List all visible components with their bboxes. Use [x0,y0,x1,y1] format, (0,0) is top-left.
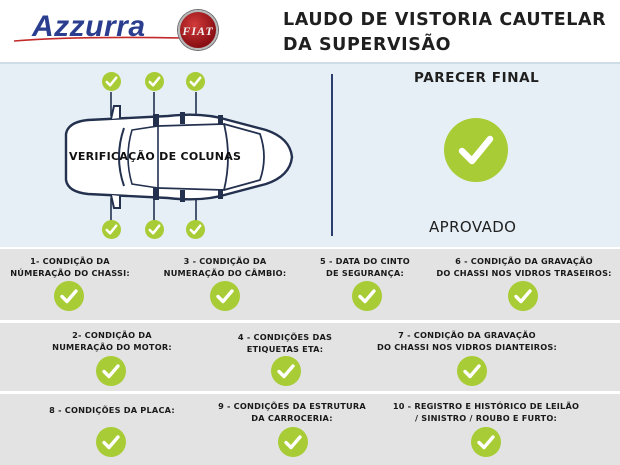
columns-check-label: VERIFICAÇÃO DE COLUNAS [69,150,242,163]
item-label-line2: DO CHASSI NOS VIDROS TRASEIROS: [436,268,612,278]
item-label-line2: NUMERAÇÃO DO CÂMBIO: [163,268,287,278]
check-icon [105,76,118,87]
page-title: LAUDO DE VISTORIA CAUTELAR DA SUPERVISÃO [283,8,606,58]
car-top-view-icon [64,92,294,222]
item-10-check-icon [471,427,501,457]
checklist-item-8: 8 - CONDIÇÕES DA PLACA: [42,404,182,416]
item-label-line1: 2- CONDIÇÃO DA [72,330,152,340]
brand-swoosh-icon [14,36,184,42]
item-label-line1: 8 - CONDIÇÕES DA PLACA: [49,405,175,415]
check-icon [189,76,202,87]
item-label-line1: 7 - CONDIÇÃO DA GRAVAÇÃO [398,330,536,340]
item-label-line2: DA CARROCERIA: [251,413,333,423]
checklist-item-7: 7 - CONDIÇÃO DA GRAVAÇÃO DO CHASSI NOS V… [372,329,562,353]
checklist-item-6: 6 - CONDIÇÃO DA GRAVAÇÃO DO CHASSI NOS V… [432,255,616,279]
brand-name: Azzurra [32,10,146,43]
fiat-badge-text: FIAT [182,24,214,38]
checklist-item-3: 3 - CONDIÇÃO DA NUMERAÇÃO DO CÂMBIO: [155,255,295,279]
check-icon [105,224,118,235]
final-check-icon [444,118,508,182]
column-check-top-3 [186,72,205,91]
item-label-line2: DO CHASSI NOS VIDROS DIANTEIROS: [377,342,557,352]
page-title-line2: DA SUPERVISÃO [283,35,452,55]
check-icon [189,224,202,235]
page-title-line1: LAUDO DE VISTORIA CAUTELAR [283,10,607,30]
item-9-check-icon [278,427,308,457]
checklist-row-2: 2- CONDIÇÃO DA NUMERAÇÃO DO MOTOR: 4 - C… [0,323,620,391]
item-8-check-icon [96,427,126,457]
car-diagram [28,72,318,242]
item-label-line1: 5 - DATA DO CINTO [320,256,410,266]
item-label-line1: 3 - CONDIÇÃO DA [183,256,267,266]
checklist-item-1: 1- CONDIÇÃO DA NÚMERAÇÃO DO CHASSI: [0,255,140,279]
checklist-row-3: 8 - CONDIÇÕES DA PLACA: 9 - CONDIÇÕES DA… [0,394,620,465]
item-label-line2: ETIQUETAS ETA: [246,344,324,354]
item-1-check-icon [54,281,84,311]
checklist-item-5: 5 - DATA DO CINTO DE SEGURANÇA: [300,255,430,279]
item-label-line1: 4 - CONDIÇÕES DAS [237,332,333,342]
checklist-row-1: 1- CONDIÇÃO DA NÚMERAÇÃO DO CHASSI: 3 - … [0,249,620,320]
item-label-line1: 10 - REGISTRO E HISTÓRICO DE LEILÃO [392,401,580,411]
item-6-check-icon [508,281,538,311]
panel-divider [331,74,333,236]
column-check-bottom-2 [145,220,164,239]
column-check-top-2 [145,72,164,91]
checklist-item-2: 2- CONDIÇÃO DA NUMERAÇÃO DO MOTOR: [42,329,182,353]
item-label-line1: 6 - CONDIÇÃO DA GRAVAÇÃO [455,256,593,266]
item-5-check-icon [352,281,382,311]
item-3-check-icon [210,281,240,311]
checklist-item-4: 4 - CONDIÇÕES DAS ETIQUETAS ETA: [215,331,355,355]
checklist-item-9: 9 - CONDIÇÕES DA ESTRUTURA DA CARROCERIA… [212,400,372,424]
inspection-panel: VERIFICAÇÃO DE COLUNAS PARECER FINAL APR… [0,62,620,247]
check-icon [148,76,161,87]
item-label-line2: NUMERAÇÃO DO MOTOR: [52,342,172,352]
item-label-line2: DE SEGURANÇA: [326,268,404,278]
final-verdict-status: APROVADO [429,218,517,236]
column-check-bottom-3 [186,220,205,239]
check-icon [148,224,161,235]
item-label-line1: 1- CONDIÇÃO DA [30,256,110,266]
checklist-item-10: 10 - REGISTRO E HISTÓRICO DE LEILÃO / SI… [388,400,584,424]
item-label-line2: / SINISTRO / ROUBO E FURTO: [415,413,557,423]
check-icon [458,135,494,165]
item-7-check-icon [457,356,487,386]
item-label-line1: 9 - CONDIÇÕES DA ESTRUTURA [218,401,366,411]
header: Azzurra FIAT LAUDO DE VISTORIA CAUTELAR … [0,0,620,62]
column-check-top-1 [102,72,121,91]
brand-logo: Azzurra FIAT [14,6,264,50]
column-check-bottom-1 [102,220,121,239]
item-label-line2: NÚMERAÇÃO DO CHASSI: [10,268,130,278]
final-verdict-title: PARECER FINAL [414,70,540,86]
fiat-badge-icon: FIAT [178,10,218,50]
item-4-check-icon [271,356,301,386]
item-2-check-icon [96,356,126,386]
